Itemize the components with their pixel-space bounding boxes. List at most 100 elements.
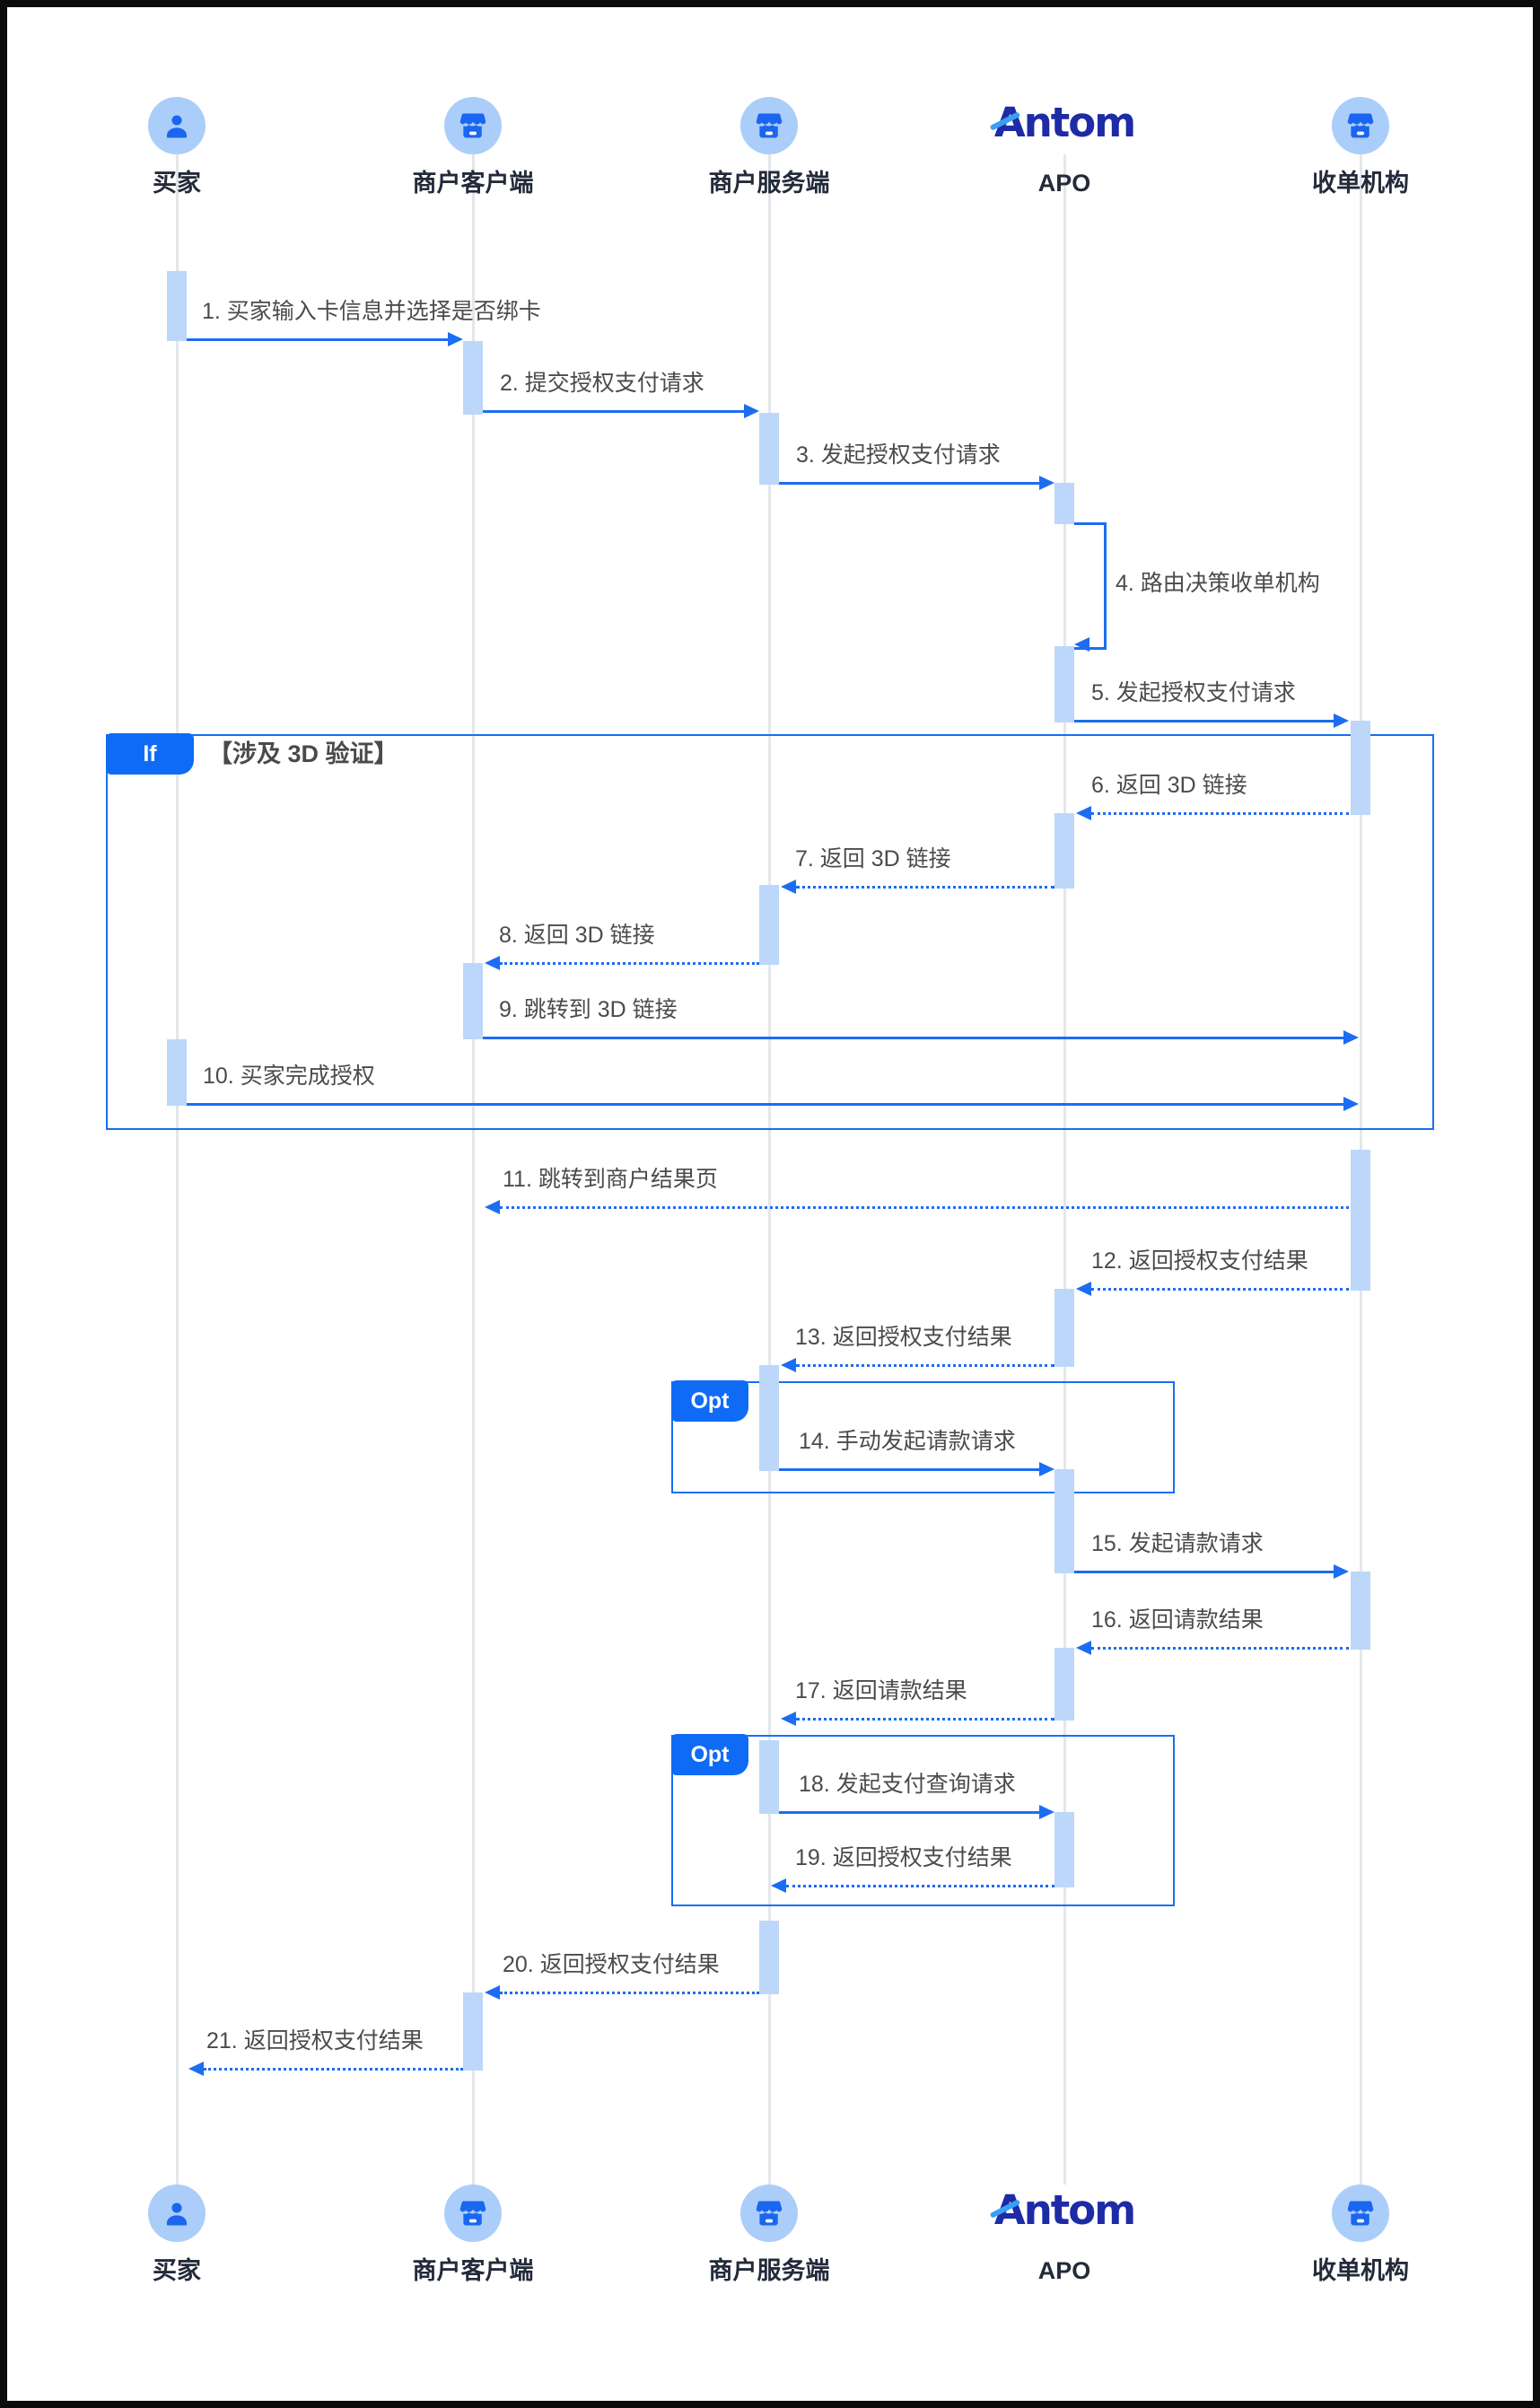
store-icon — [459, 2201, 486, 2226]
message-label-16: 16. 返回请款结果 — [1091, 1607, 1264, 1633]
person-icon — [166, 2202, 188, 2226]
activation-bar-buyer-1 — [167, 1039, 187, 1106]
activation-bar-apo-1 — [1054, 646, 1074, 722]
actor-icon-merchant-server-top — [740, 97, 798, 154]
actor-label-buyer-bottom: 买家 — [153, 2257, 201, 2284]
message-arrowhead-21 — [188, 2062, 204, 2076]
message-line-2 — [483, 410, 744, 413]
message-line-21 — [204, 2068, 463, 2071]
message-line-12 — [1091, 1288, 1349, 1291]
message-arrowhead-17 — [781, 1712, 796, 1726]
lifeline-merchant-server — [768, 154, 771, 2185]
actor-label-acquirer-bottom: 收单机构 — [1312, 2257, 1409, 2284]
if-fragment-label: If — [106, 733, 194, 775]
message-arrowhead-9 — [1343, 1030, 1359, 1045]
self-message-loop-4 — [1074, 522, 1107, 650]
actor-label-merchant-client-bottom: 商户客户端 — [412, 2257, 534, 2284]
message-line-17 — [796, 1718, 1054, 1721]
message-label-4: 4. 路由决策收单机构 — [1116, 571, 1320, 596]
antom-wordmark: Antom — [989, 2186, 1136, 2234]
message-line-6 — [1091, 812, 1349, 815]
actor-icon-merchant-server-bottom — [740, 2185, 798, 2242]
message-line-5 — [1074, 720, 1334, 722]
message-line-7 — [796, 886, 1054, 889]
message-line-18 — [779, 1811, 1039, 1814]
message-label-20: 20. 返回授权支付结果 — [503, 1952, 720, 1977]
actor-label-apo-bottom: APO — [1037, 2257, 1091, 2284]
message-line-20 — [500, 1992, 759, 1994]
activation-bar-merchant-server-1 — [759, 885, 779, 965]
message-label-21: 21. 返回授权支付结果 — [206, 2028, 424, 2053]
store-icon — [1347, 2201, 1374, 2226]
message-line-13 — [796, 1364, 1054, 1367]
message-label-10: 10. 买家完成授权 — [203, 1064, 375, 1089]
message-line-11 — [500, 1206, 1349, 1209]
message-arrowhead-7 — [781, 880, 796, 894]
antom-swoosh-accent — [989, 111, 1021, 131]
activation-bar-merchant-client-0 — [463, 341, 483, 415]
actor-icon-acquirer-bottom — [1332, 2185, 1389, 2242]
message-arrowhead-1 — [448, 332, 463, 346]
message-arrowhead-8 — [485, 956, 500, 970]
message-label-13: 13. 返回授权支付结果 — [795, 1325, 1012, 1350]
message-label-18: 18. 发起支付查询请求 — [799, 1772, 1016, 1797]
message-label-9: 9. 跳转到 3D 链接 — [499, 997, 678, 1022]
message-arrowhead-18 — [1039, 1805, 1054, 1819]
actor-icon-buyer-bottom — [148, 2185, 206, 2242]
message-label-19: 19. 返回授权支付结果 — [795, 1845, 1012, 1870]
opt-fragment-box-2 — [671, 1735, 1175, 1906]
activation-bar-apo-3 — [1054, 1289, 1074, 1367]
activation-bar-apo-5 — [1054, 1648, 1074, 1721]
activation-bar-merchant-server-4 — [759, 1921, 779, 1994]
activation-bar-merchant-server-3 — [759, 1740, 779, 1814]
actor-icon-merchant-client-top — [444, 97, 502, 154]
message-arrowhead-19 — [771, 1878, 786, 1893]
message-arrowhead-14 — [1039, 1462, 1054, 1476]
person-icon — [166, 115, 188, 138]
message-arrowhead-2 — [744, 404, 759, 418]
activation-bar-apo-6 — [1054, 1812, 1074, 1887]
store-icon — [459, 113, 486, 138]
message-line-15 — [1074, 1571, 1334, 1573]
message-arrowhead-16 — [1076, 1641, 1091, 1655]
fragment-condition-text: 【涉及 3D 验证】 — [208, 740, 398, 767]
lifeline-buyer — [176, 154, 179, 2185]
message-label-15: 15. 发起请款请求 — [1091, 1531, 1264, 1556]
message-arrowhead-4 — [1074, 637, 1089, 652]
activation-bar-merchant-server-2 — [759, 1365, 779, 1471]
message-arrowhead-6 — [1076, 806, 1091, 820]
actor-icon-merchant-client-bottom — [444, 2185, 502, 2242]
message-label-12: 12. 返回授权支付结果 — [1091, 1248, 1308, 1274]
antom-logo-top: Antom — [989, 99, 1136, 146]
message-line-14 — [779, 1468, 1039, 1471]
actor-label-acquirer-top: 收单机构 — [1312, 170, 1409, 197]
activation-bar-apo-2 — [1054, 813, 1074, 889]
message-arrowhead-5 — [1334, 714, 1349, 728]
actor-label-apo-top: APO — [1037, 170, 1091, 197]
activation-bar-acquirer-2 — [1351, 1572, 1370, 1650]
activation-bar-buyer-0 — [167, 271, 187, 341]
actor-icon-acquirer-top — [1332, 97, 1389, 154]
activation-bar-apo-0 — [1054, 483, 1074, 524]
message-arrowhead-10 — [1343, 1097, 1359, 1111]
message-label-8: 8. 返回 3D 链接 — [499, 923, 655, 948]
actor-label-buyer-top: 买家 — [153, 170, 201, 197]
message-label-5: 5. 发起授权支付请求 — [1091, 680, 1296, 705]
message-label-3: 3. 发起授权支付请求 — [796, 442, 1001, 468]
actor-label-merchant-server-top: 商户服务端 — [708, 170, 830, 197]
opt-fragment-box-1 — [671, 1381, 1175, 1493]
opt-fragment-label: Opt — [671, 1380, 748, 1422]
antom-wordmark: Antom — [989, 99, 1136, 146]
store-icon — [756, 113, 783, 138]
message-arrowhead-20 — [485, 1985, 500, 2000]
message-line-19 — [786, 1885, 1054, 1887]
message-label-14: 14. 手动发起请款请求 — [799, 1429, 1016, 1454]
actor-icon-buyer-top — [148, 97, 206, 154]
message-line-16 — [1091, 1647, 1349, 1650]
antom-swoosh-accent — [989, 2199, 1021, 2219]
if-fragment-box-0 — [106, 734, 1434, 1130]
activation-bar-merchant-client-2 — [463, 1992, 483, 2071]
antom-logo-bottom: Antom — [989, 2186, 1136, 2234]
message-label-17: 17. 返回请款结果 — [795, 1678, 967, 1703]
activation-bar-acquirer-1 — [1351, 1150, 1370, 1291]
